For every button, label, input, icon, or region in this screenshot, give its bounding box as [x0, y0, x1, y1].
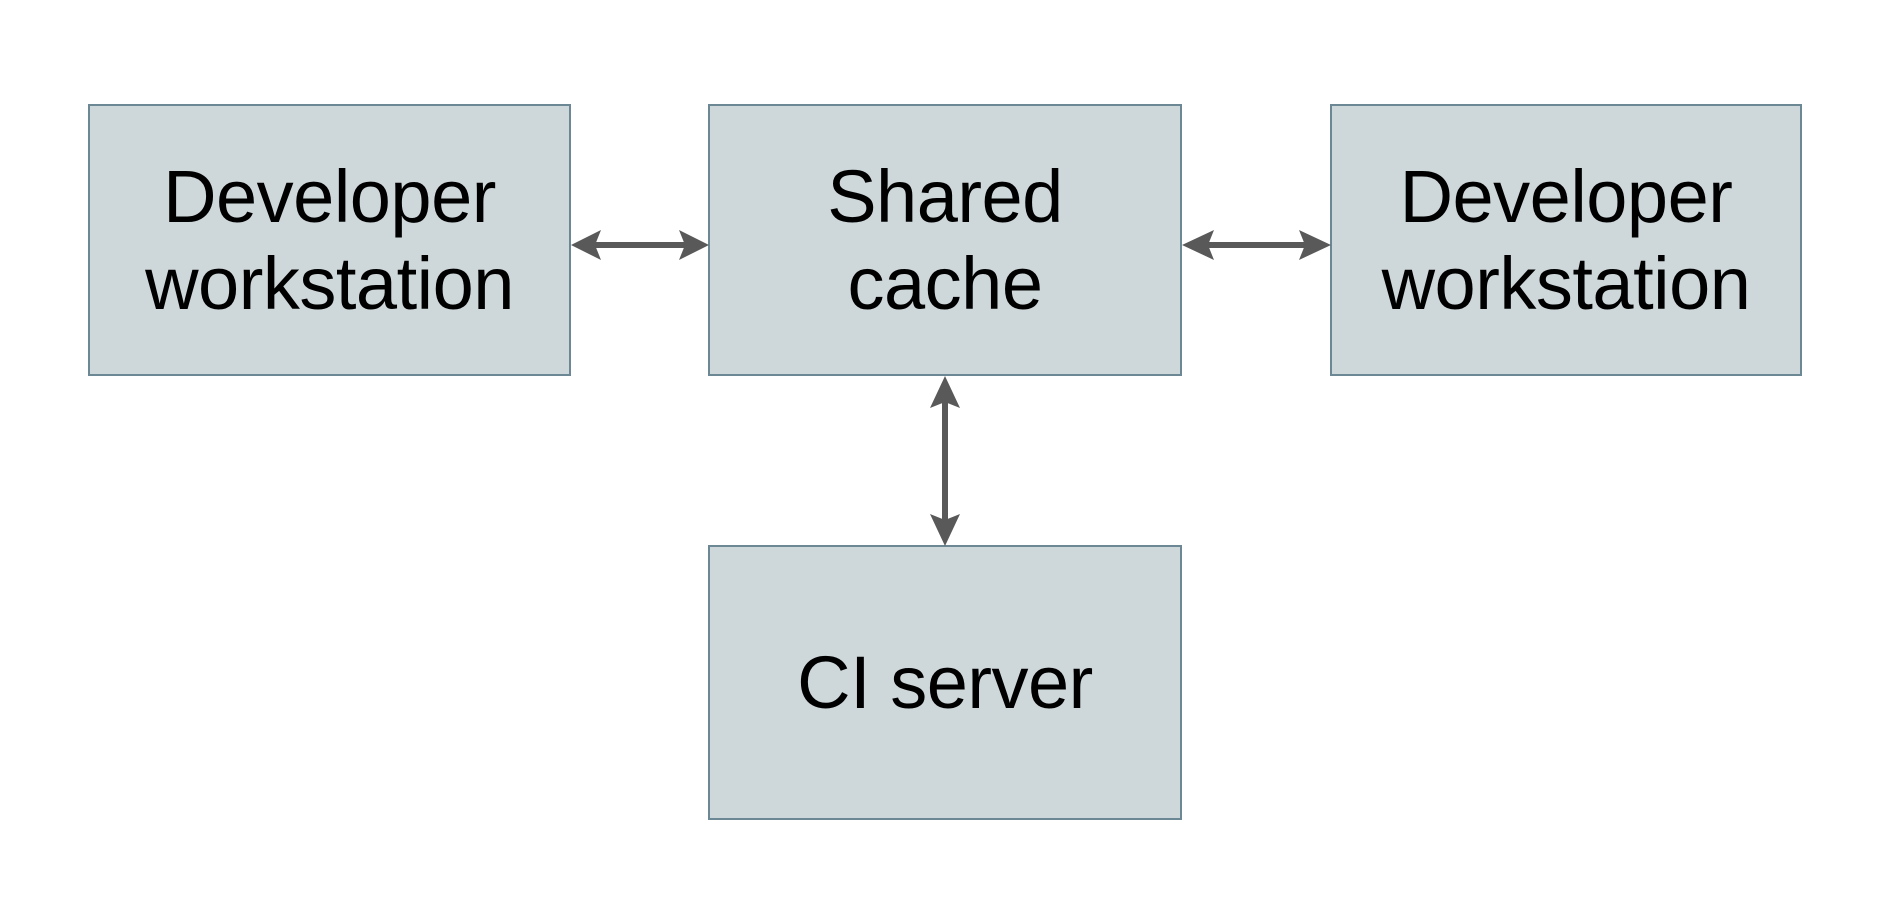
edge-developer-left-to-shared-cache[interactable] [571, 200, 709, 290]
edge-shared-cache-to-developer-right[interactable] [1182, 200, 1331, 290]
double-arrow-vertical-icon [930, 376, 960, 546]
node-developer-workstation-right[interactable]: Developer workstation [1330, 104, 1802, 376]
node-label: Shared cache [827, 154, 1063, 325]
double-arrow-horizontal-icon [571, 230, 709, 260]
node-shared-cache[interactable]: Shared cache [708, 104, 1182, 376]
node-ci-server[interactable]: CI server [708, 545, 1182, 820]
node-label: Developer workstation [1381, 154, 1751, 325]
node-developer-workstation-left[interactable]: Developer workstation [88, 104, 571, 376]
edge-shared-cache-to-ci-server[interactable] [900, 376, 990, 546]
node-label: Developer workstation [145, 154, 514, 325]
node-label: CI server [797, 640, 1093, 724]
double-arrow-horizontal-icon [1182, 230, 1331, 260]
